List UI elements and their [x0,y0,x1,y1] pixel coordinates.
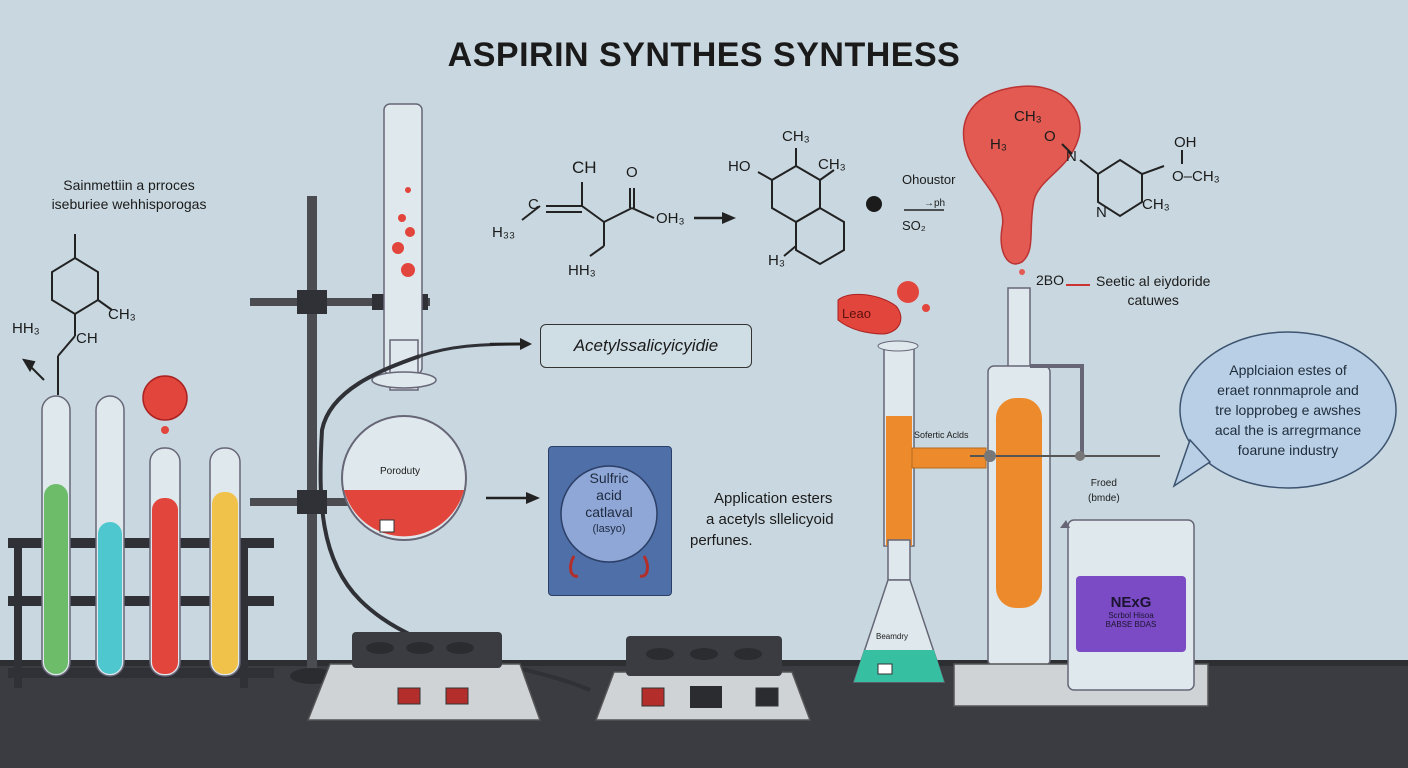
flask-label: Poroduty [380,466,421,477]
beaker-label-line-2: Scrbol Hisoa [1108,611,1154,620]
round-bottom-flask [341,339,467,541]
bubble-line-3: tre lopprobeg e awshes [1215,402,1361,418]
reactant-h3: H₃₃ [492,224,516,241]
catalyst-card-art [560,465,658,578]
catalyst-line-3: catlaval [585,504,633,520]
reagent-name: Ohoustor [902,172,956,187]
product-molecule-structure [1061,143,1183,218]
red-bulb [962,85,1081,275]
clamp-note: Froed (bmde) [1088,476,1120,506]
bubble-line-5: foarune industry [1237,442,1339,458]
left-molecule-structure [21,234,113,395]
speech-bubble-text: Applciaion estes of eraet ronnmaprole an… [1196,360,1380,460]
intermediate-h3: H₃ [768,252,785,269]
page-title: ASPIRIN SYNTHES SYNTHESS [447,36,961,74]
orange-column [877,340,987,547]
product-ring-n: N [1096,204,1107,221]
catalyst-line-1: Sulfric [589,470,629,486]
test-tube-cyan [95,395,125,677]
bulb-ch3: CH₃ [1014,108,1042,125]
tube-label: Sofertic Aclds [914,430,969,440]
red-drop-flask [837,281,930,335]
test-tube-rack [8,538,274,688]
bubble-line-1: Applciaion estes of [1229,362,1347,378]
test-tube-yellow [209,447,241,677]
product-name-box: Acetylssalicyicyidie [540,324,752,368]
left-molecule-ch: CH [76,330,98,347]
intermediate-ho: HO [728,158,751,175]
left-molecule-ch3: CH₃ [108,306,136,323]
reactant-hh3: HH₃ [568,262,596,279]
intermediate-ch3-right: CH₃ [818,156,846,173]
product-o-ch3: O–CH₃ [1172,168,1220,185]
speech-bubble-shape [1172,331,1397,489]
intermediate-structure [757,148,845,266]
hot-plate-right [594,636,812,721]
arrow-reaction [694,212,736,224]
reactant-o: O [626,164,638,181]
arrow-to-product-box [490,338,532,350]
bulb-o: O [1044,128,1056,145]
reactant-c: C [528,196,539,213]
left-process-note: Sainmettiin a prroces iseburiee wehhispo… [22,176,236,214]
bubble-line-2: eraet ronnmaprole and [1217,382,1359,398]
reactant-structure [521,182,655,257]
condenser-tube [383,103,423,375]
intermediate-ch3-top: CH₃ [782,128,810,145]
beaker-label: NExG Scrbol Hisoa BABSE BDAS [1084,594,1178,629]
drop-label: Leao [842,306,871,321]
product-ring-ch3: CH₃ [1142,196,1170,213]
erlenmeyer-label: Beamdry [876,632,909,641]
product-n: N [1066,148,1077,165]
clamp-note-line-1: Froed [1090,478,1117,489]
side-label-line-1: Seetic al eiydoride [1096,273,1211,289]
application-note: Application esters a acetyls sllelicyoid… [690,488,834,551]
reagent-dot [866,196,882,212]
reactant-ch: CH [572,158,597,177]
beaker-label-line-1: NExG [1110,594,1152,611]
test-tube-red [142,375,188,677]
catalyst-text: Sulfric acid catlaval (lasyo) [566,470,652,538]
reagent-sub: →ph [924,198,946,209]
side-label-code: 2BO [1036,272,1065,288]
clamp-note-line-2: (bmde) [1088,493,1120,504]
catalyst-line-4: (lasyo) [592,523,626,535]
side-label-line-2: catuwes [1127,292,1179,308]
application-line-2: a acetyls sllelicyoid [706,511,834,528]
bulb-h3: H₃ [990,136,1007,153]
test-tube-green [41,395,71,677]
beaker [1060,519,1195,691]
bubble-line-4: acal the is arregrmance [1214,422,1362,438]
left-molecule-h3: HH₃ [12,320,40,337]
left-note-line-2: iseburiee wehhisporogas [51,196,207,212]
left-note-line-1: Sainmettiin a prroces [63,177,195,193]
hot-plate-left [306,632,542,721]
beaker-label-line-3: BABSE BDAS [1105,620,1157,629]
reactant-oh3: OH₃ [656,210,685,227]
side-label-line [1066,284,1090,286]
arrow-to-catalyst [486,492,540,504]
product-oh: OH [1174,134,1197,151]
application-line-1: Application esters [714,490,833,507]
catalyst-line-2: acid [596,487,622,503]
reagent-so2: SO₂ [902,218,926,233]
application-line-3: perfunes. [690,532,753,549]
erlenmeyer-flask [852,539,946,683]
side-label-text: Seetic al eiydoride catuwes [1096,272,1210,310]
